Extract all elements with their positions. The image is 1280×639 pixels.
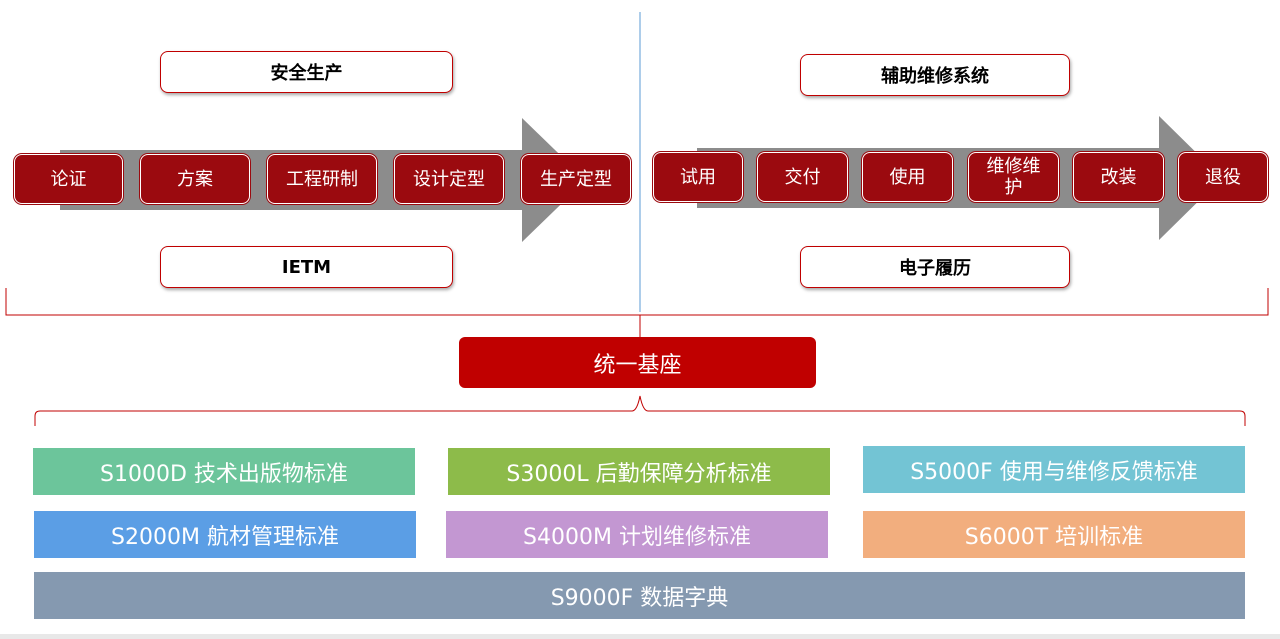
stage-gongcheng-yanzhi: 工程研制	[267, 154, 377, 204]
standard-s6000t: S6000T 培训标准	[863, 511, 1245, 558]
right-bottom-label: 电子履历	[800, 246, 1070, 288]
stage-weixiu-weihu: 维修维 护	[968, 152, 1059, 202]
stage-shiyong: 试用	[653, 152, 743, 202]
bottom-edge-strip	[0, 634, 1280, 639]
stage-shengchan-dingxing: 生产定型	[521, 154, 631, 204]
stage-lunzheng: 论证	[14, 154, 123, 204]
right-top-label: 辅助维修系统	[800, 54, 1070, 96]
unified-base-box: 统一基座	[459, 337, 816, 388]
stage-tuiyi: 退役	[1178, 152, 1268, 202]
standard-s3000l: S3000L 后勤保障分析标准	[448, 448, 830, 495]
left-bottom-label: IETM	[160, 246, 453, 288]
standard-s2000m: S2000M 航材管理标准	[34, 511, 416, 558]
stage-shiyong-use: 使用	[862, 152, 953, 202]
standard-s9000f: S9000F 数据字典	[34, 572, 1245, 619]
stage-sheji-dingxing: 设计定型	[394, 154, 504, 204]
standard-s5000f: S5000F 使用与维修反馈标准	[863, 446, 1245, 493]
lower-curly-brace	[34, 395, 1246, 426]
standard-s1000d: S1000D 技术出版物标准	[33, 448, 415, 495]
stage-fangan: 方案	[140, 154, 250, 204]
standard-s4000m: S4000M 计划维修标准	[446, 511, 828, 558]
stage-gaizhuang: 改装	[1073, 152, 1164, 202]
stage-jiaofu: 交付	[757, 152, 848, 202]
right-flow-arrow	[697, 116, 1222, 240]
left-top-label: 安全生产	[160, 51, 453, 93]
upper-bracket	[5, 288, 1269, 316]
